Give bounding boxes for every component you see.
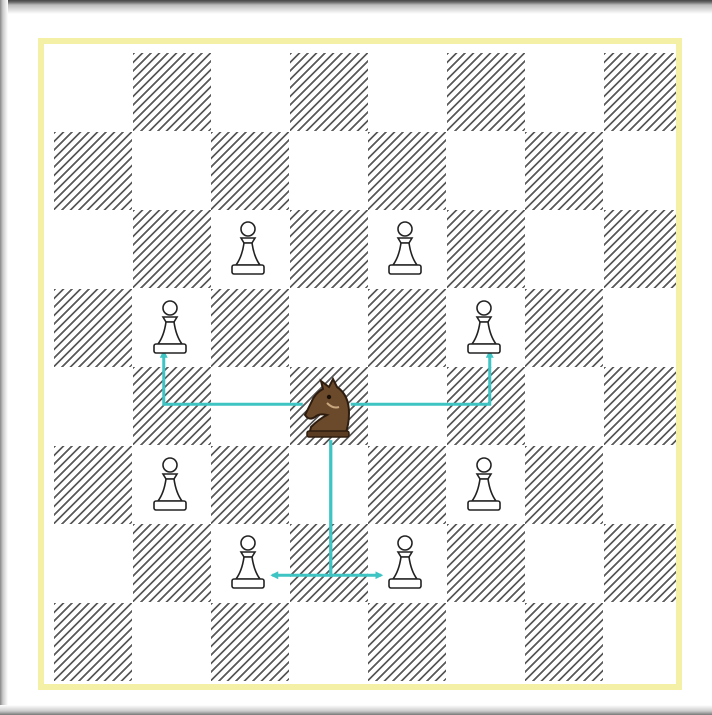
page-edge-shadow-top — [0, 0, 712, 14]
white-pawn-icon[interactable] — [464, 298, 504, 362]
white-pawn-icon[interactable] — [150, 455, 190, 519]
white-pawn-icon[interactable] — [228, 219, 268, 283]
page-edge-shadow-left — [0, 0, 8, 715]
white-pawn-icon[interactable] — [385, 219, 425, 283]
white-pawn-icon[interactable] — [464, 455, 504, 519]
white-pawn-icon[interactable] — [228, 533, 268, 597]
black-knight-icon[interactable] — [297, 373, 357, 443]
board-frame — [38, 38, 682, 690]
white-pawn-icon[interactable] — [385, 533, 425, 597]
page-edge-shadow-bottom — [0, 705, 712, 715]
white-pawn-icon[interactable] — [150, 298, 190, 362]
